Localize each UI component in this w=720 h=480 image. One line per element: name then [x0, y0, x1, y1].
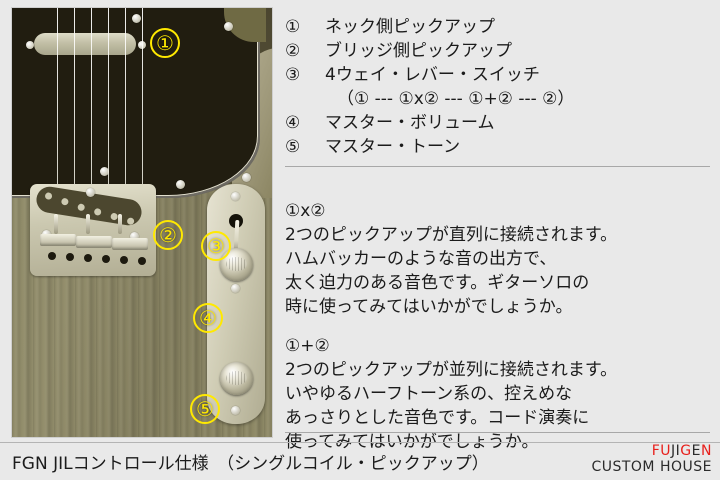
legend-label: ブリッジ側ピックアップ: [325, 41, 512, 61]
control-plate: [207, 184, 265, 424]
legend-item-3: ③ 4ウェイ・レバー・スイッチ: [285, 60, 715, 85]
pickguard-screw: [224, 22, 233, 31]
legend-label: ネック側ピックアップ: [325, 17, 495, 37]
master-volume-knob[interactable]: [220, 248, 253, 281]
string: [142, 8, 143, 276]
legend-number: ④: [285, 113, 301, 133]
pole-piece: [110, 212, 119, 221]
bridge-screw: [86, 188, 95, 197]
legend-number: ①: [285, 17, 301, 37]
string-ferrule: [102, 255, 110, 263]
section-divider-bottom: [285, 432, 710, 433]
pole-piece: [93, 207, 102, 216]
saddle-screw: [86, 214, 90, 234]
info-column: ① ネック側ピックアップ ② ブリッジ側ピックアップ ③ 4ウェイ・レバー・スイ…: [285, 0, 717, 452]
section-divider-top: [285, 166, 710, 167]
footer-title: FGN JILコントロール仕様 （シングルコイル・ピックアップ）: [12, 454, 489, 474]
legend-item-2: ② ブリッジ側ピックアップ: [285, 36, 715, 61]
bridge-saddle: [76, 236, 112, 248]
callout-3: ③: [201, 231, 231, 261]
saddle-screw: [118, 214, 122, 234]
control-plate-screw: [231, 284, 240, 293]
string-ferrule: [138, 257, 146, 265]
series-description: ①x② 2つのピックアップが直列に接続されます。 ハムバッカーのような音の出方で、…: [285, 175, 715, 319]
legend-label: マスター・トーン: [325, 137, 461, 157]
pickguard-screw: [176, 180, 185, 189]
string: [57, 8, 58, 276]
control-plate-screw: [231, 406, 240, 415]
control-plate-screw: [231, 192, 240, 201]
series-body: 2つのピックアップが直列に接続されます。 ハムバッカーのような音の出方で、 太く…: [285, 225, 618, 317]
pole-piece: [44, 192, 53, 201]
pole-piece: [126, 217, 135, 226]
parallel-heading: ①+②: [285, 336, 330, 356]
series-heading: ①x②: [285, 201, 326, 221]
legend-item-3-detail: （① --- ①x② --- ①+② --- ②）: [285, 84, 715, 109]
string-ferrule: [48, 252, 56, 260]
footer-divider: [0, 442, 720, 443]
string: [74, 8, 75, 276]
legend-label: 4ウェイ・レバー・スイッチ: [325, 65, 540, 85]
legend-label: （① --- ①x② --- ①+② --- ②）: [337, 89, 575, 109]
string-ferrule: [120, 256, 128, 264]
pickguard-screw: [242, 173, 251, 182]
callout-1: ①: [150, 28, 180, 58]
pickguard-screw: [100, 167, 109, 176]
pickguard-screw: [132, 14, 141, 23]
bridge-saddle: [112, 238, 148, 250]
legend-number: ⑤: [285, 137, 301, 157]
neck-pickup: [26, 33, 146, 55]
legend-number: ②: [285, 41, 301, 61]
neck-pickup-screw: [26, 41, 34, 49]
string: [91, 8, 92, 276]
pole-piece: [60, 197, 69, 206]
legend-label: マスター・ボリューム: [325, 113, 495, 133]
guitar-photo: ① ② ③ ④ ⑤: [12, 8, 272, 437]
legend-list: ① ネック側ピックアップ ② ブリッジ側ピックアップ ③ 4ウェイ・レバー・スイ…: [285, 12, 715, 157]
string-ferrule: [66, 253, 74, 261]
legend-number: ③: [285, 65, 301, 85]
saddle-screw: [54, 214, 58, 234]
bridge-plate: [30, 184, 156, 276]
legend-item-4: ④ マスター・ボリューム: [285, 108, 715, 133]
master-tone-knob[interactable]: [220, 362, 253, 395]
fujigen-logo: FUJIGEN CUSTOM HOUSE: [591, 443, 712, 475]
string-ferrule: [84, 254, 92, 262]
pole-piece: [77, 203, 86, 212]
string: [108, 8, 109, 276]
legend-item-1: ① ネック側ピックアップ: [285, 12, 715, 37]
callout-2: ②: [153, 220, 183, 250]
bridge-screw: [130, 232, 139, 241]
brand-name: FUJIGEN: [651, 443, 712, 459]
brand-tagline: CUSTOM HOUSE: [591, 459, 712, 475]
string: [125, 8, 126, 276]
bridge-saddle: [40, 234, 76, 246]
callout-5: ⑤: [190, 394, 220, 424]
legend-item-5: ⑤ マスター・トーン: [285, 132, 715, 157]
callout-4: ④: [193, 303, 223, 333]
parallel-body: 2つのピックアップが並列に接続されます。 いやゆるハーフトーン系の、控えめな あ…: [285, 360, 618, 452]
